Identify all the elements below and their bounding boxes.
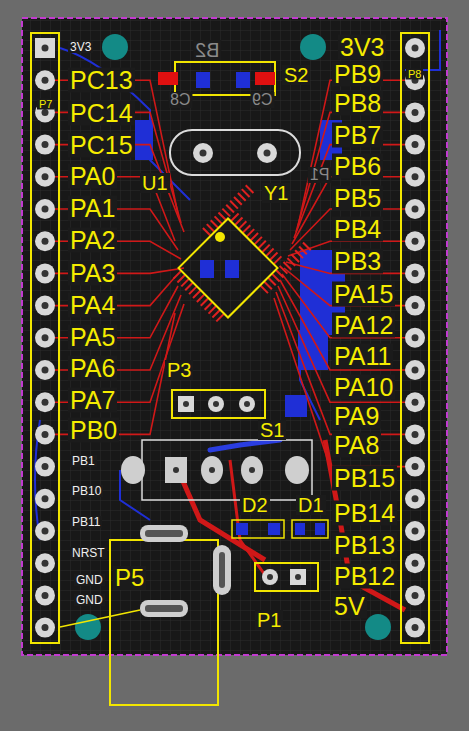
pin-label: PB7 bbox=[332, 123, 383, 148]
header-pads bbox=[35, 38, 425, 638]
pin-label: PA4 bbox=[68, 293, 117, 318]
part-label: P1 bbox=[308, 167, 332, 183]
bottom-traces bbox=[35, 30, 440, 540]
pin-label: PA8 bbox=[332, 433, 381, 458]
pin-label: PC14 bbox=[68, 101, 135, 126]
pin-label: PB0 bbox=[68, 418, 119, 443]
pin-label: 3V3 bbox=[338, 35, 386, 60]
pin-label: PA6 bbox=[68, 356, 117, 381]
part-label: U1 bbox=[140, 173, 170, 193]
part-label: S2 bbox=[282, 65, 310, 85]
pin-label: PB5 bbox=[332, 186, 383, 211]
part-label: PB1 bbox=[70, 455, 97, 467]
part-label: P3 bbox=[165, 360, 193, 380]
part-label: C9 bbox=[250, 92, 274, 108]
part-label: D1 bbox=[296, 495, 326, 515]
pin-label: PA9 bbox=[332, 404, 381, 429]
switch-s1 bbox=[121, 440, 312, 500]
pin-label: PB8 bbox=[332, 91, 383, 116]
pin-label: PB12 bbox=[332, 564, 397, 589]
part-label: P8 bbox=[406, 69, 423, 80]
diodes bbox=[232, 520, 328, 538]
pin-label: PB3 bbox=[332, 249, 383, 274]
pin-label: PA1 bbox=[68, 196, 117, 221]
part-label: Y1 bbox=[262, 183, 290, 203]
pin-label: PA15 bbox=[332, 282, 395, 307]
usb-p5 bbox=[110, 525, 231, 705]
header-p3 bbox=[172, 390, 265, 418]
button-s2 bbox=[158, 62, 275, 95]
part-label: NRST bbox=[70, 547, 107, 559]
pin-label: 5V bbox=[332, 594, 367, 619]
part-label: PB10 bbox=[70, 485, 103, 497]
pin-label: PA2 bbox=[68, 228, 117, 253]
pin-label: PA7 bbox=[68, 388, 117, 413]
part-label: C8 bbox=[168, 92, 192, 108]
part-label: 3V3 bbox=[68, 41, 93, 53]
pin-label: PB6 bbox=[332, 154, 383, 179]
mcu-u1 bbox=[163, 185, 311, 333]
pin-label: PB4 bbox=[332, 217, 383, 242]
part-label: S1 bbox=[258, 420, 286, 440]
pin-label: PA12 bbox=[332, 313, 395, 338]
top-traces bbox=[55, 80, 405, 610]
header-outline bbox=[31, 33, 429, 643]
part-label: PB11 bbox=[70, 516, 102, 528]
pin-label: PB14 bbox=[332, 501, 397, 526]
pin-label: PA5 bbox=[68, 325, 117, 350]
pin-label: PA10 bbox=[332, 375, 395, 400]
header-p1 bbox=[255, 563, 318, 591]
pin-label: PC13 bbox=[68, 68, 135, 93]
pin-label: PA0 bbox=[68, 164, 117, 189]
pin-label: PB9 bbox=[332, 62, 383, 87]
part-label: D2 bbox=[240, 495, 270, 515]
pin-label: PB15 bbox=[332, 466, 397, 491]
pin-label: PA3 bbox=[68, 261, 117, 286]
pin-label: PB13 bbox=[332, 533, 397, 558]
part-label: GND bbox=[74, 574, 105, 586]
crystal-y1 bbox=[170, 130, 300, 175]
board bbox=[22, 18, 447, 655]
part-label: GND bbox=[74, 594, 105, 606]
part-label: P1 bbox=[255, 610, 283, 630]
pin-label: PC15 bbox=[68, 133, 135, 158]
part-label: B2 bbox=[193, 40, 221, 60]
pin-label: P5 bbox=[113, 566, 146, 590]
part-label: P7 bbox=[37, 99, 54, 110]
pin-label: PA11 bbox=[332, 344, 393, 369]
board-outline bbox=[22, 18, 447, 655]
